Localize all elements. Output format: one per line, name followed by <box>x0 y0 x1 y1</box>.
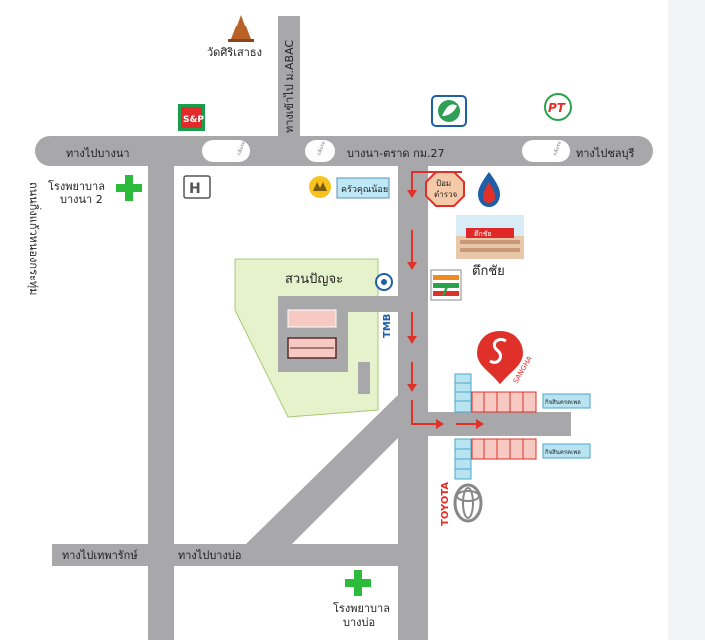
uturns: กลับรถ กลับรถ กลับรถ <box>202 140 570 162</box>
abac-road <box>278 16 300 138</box>
label-building: ตึกชัย <box>472 264 505 279</box>
right-margin-strip <box>668 0 705 640</box>
sp-logo-icon: S&P <box>178 104 205 131</box>
uturn-left <box>202 140 250 162</box>
temple-icon <box>228 15 254 42</box>
label-shop-sign-2: กิจสินครคเพล <box>545 449 582 456</box>
label-hospital-bangna2-line1: โรงพยาบาล <box>48 179 105 193</box>
svg-text:H: H <box>189 181 201 197</box>
route-arrow-1 <box>411 171 462 190</box>
label-police-box-line1: ป้อม <box>436 179 451 188</box>
shop-sign-1-box <box>542 393 591 409</box>
tmb-icon <box>375 273 393 291</box>
label-restaurant: ครัวคุณน้อย <box>341 184 388 195</box>
label-toyota: TOYOTA <box>440 482 451 526</box>
uturn-middle <box>305 140 335 162</box>
park-building-1 <box>287 309 337 328</box>
main-road-bangna-trad <box>35 136 653 166</box>
label-tmb: TMB <box>382 314 393 338</box>
uturn-label-2: กลับรถ <box>316 141 327 157</box>
toyota-logo-icon <box>453 483 483 523</box>
route-arrows <box>411 171 476 425</box>
label-to-bangna: ทางไปบางนา <box>66 147 130 160</box>
restaurant-box <box>336 177 390 199</box>
route-arrow-5 <box>411 400 436 425</box>
kingkaew-road <box>148 166 174 640</box>
police-box-icon <box>425 171 465 207</box>
pt-logo-icon: PT <box>544 93 572 121</box>
building-photo: ตึกชัย <box>456 215 524 259</box>
bangbo-road <box>52 544 428 566</box>
shop-row-upper <box>454 373 537 413</box>
uturn-label-1: กลับรถ <box>236 141 247 157</box>
label-hospital-bangbo-line1: โรงพยาบาล <box>333 601 390 615</box>
shop-row-lower <box>454 438 537 480</box>
ptt-logo-icon <box>478 172 500 207</box>
label-police-box-line2: ตำรวจ <box>434 190 457 199</box>
diagonal-road <box>246 395 424 566</box>
label-hospital-bangbo-line2: บางบ่อ <box>343 616 375 629</box>
hospital-cross-icon <box>345 570 371 596</box>
park-building-block <box>278 296 348 372</box>
uturn-right <box>522 140 570 162</box>
small-connector <box>358 362 370 394</box>
route-arrowheads <box>407 190 484 429</box>
label-to-chonburi: ทางไปชลบุรี <box>576 147 635 160</box>
sangha-pin-icon <box>474 328 526 388</box>
label-to-bangbo: ทางไปบางบ่อ <box>178 549 241 562</box>
label-bangna-trad: บางนา-ตราด กม.27 <box>347 147 444 160</box>
label-kingkaew-road: ถนนกิ่งแก้วหนองกระทุ่ม <box>27 182 42 295</box>
honda-logo-icon: H <box>183 175 211 199</box>
label-abac-road: ทางเข้าไป ม.ABAC <box>283 40 296 133</box>
sangha-road <box>428 412 571 436</box>
hospital-cross-icon <box>116 175 142 201</box>
bangchak-logo-icon <box>431 95 467 127</box>
uturn-label-3: กลับรถ <box>552 141 563 157</box>
svg-text:7: 7 <box>440 283 450 299</box>
shop-sign-2-box <box>542 443 591 459</box>
krungsri-logo-icon <box>309 176 331 198</box>
building-sign: ตึกชัย <box>474 229 492 238</box>
seven-eleven-icon: 7 <box>430 269 462 301</box>
label-hospital-bangna2-line2: บางนา 2 <box>60 193 103 206</box>
label-to-thepharak: ทางไปเทพารักษ์ <box>62 549 138 562</box>
label-temple: วัดศิริเสาธง <box>207 46 262 59</box>
label-park: สวนปัญจะ <box>285 272 343 287</box>
label-shop-sign-1: กิจสินครคเพล <box>545 399 582 406</box>
pt-logo-text: PT <box>548 101 566 115</box>
sp-logo-text: S&P <box>183 115 204 125</box>
